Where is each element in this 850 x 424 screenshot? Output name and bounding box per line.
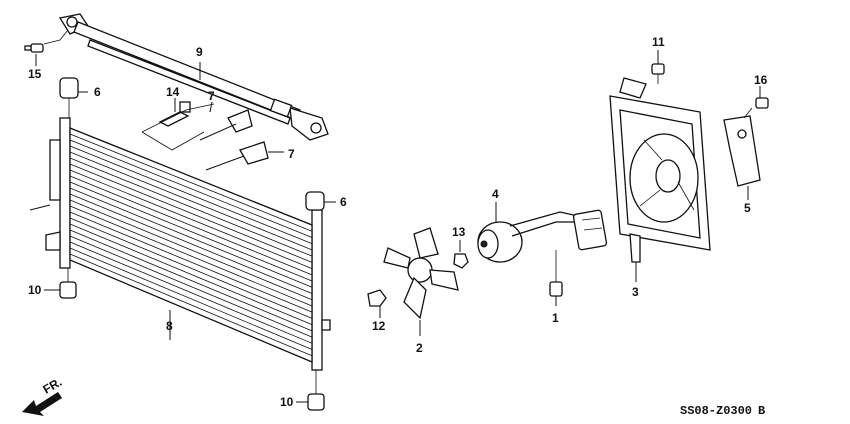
condenser-fin xyxy=(69,217,313,319)
condenser-fin xyxy=(69,241,313,344)
pipe-clamp-lower[interactable] xyxy=(205,141,269,171)
callout-5: 5 xyxy=(744,201,751,215)
upper-mount-cushion-right[interactable] xyxy=(305,191,325,211)
condenser-fin xyxy=(69,187,313,288)
callout-3: 3 xyxy=(632,285,639,299)
condenser-fin xyxy=(69,163,313,263)
condenser-fin xyxy=(69,223,313,326)
leader-lines xyxy=(35,50,761,403)
pipe-clamp-upper[interactable] xyxy=(199,109,253,141)
fan-motor[interactable] xyxy=(477,209,608,263)
condenser-fin xyxy=(69,211,313,313)
callout-16: 16 xyxy=(754,73,768,87)
fan-blade[interactable] xyxy=(383,227,459,320)
condenser[interactable] xyxy=(29,117,331,371)
callout-8: 8 xyxy=(166,319,173,333)
condenser-fin xyxy=(69,169,313,269)
shroud-bracket[interactable] xyxy=(723,115,761,187)
callout-12: 12 xyxy=(372,319,386,333)
condenser-fin xyxy=(69,139,313,238)
callout-10a: 10 xyxy=(28,283,42,297)
bolt-11[interactable] xyxy=(651,63,665,84)
condenser-fin xyxy=(69,133,313,232)
condenser-fin xyxy=(69,247,313,350)
condenser-fin xyxy=(69,175,313,276)
callout-6b: 6 xyxy=(340,195,347,209)
bolt-16[interactable] xyxy=(743,97,769,119)
condenser-fin xyxy=(69,181,313,282)
nut-13[interactable] xyxy=(453,253,469,269)
callout-15: 15 xyxy=(28,67,42,81)
upper-mount-cushion-left[interactable] xyxy=(59,77,79,118)
condenser-fin xyxy=(69,199,313,301)
callout-1: 1 xyxy=(552,311,559,325)
callout-10b: 10 xyxy=(280,395,294,409)
front-arrow-label: FR. xyxy=(41,375,65,397)
front-arrow: FR. xyxy=(22,375,64,416)
callout-13: 13 xyxy=(452,225,466,239)
condenser-fin xyxy=(69,253,313,357)
condenser-fin xyxy=(69,205,313,307)
callout-9: 9 xyxy=(196,45,203,59)
condenser-fin xyxy=(69,157,313,257)
nut-12[interactable] xyxy=(367,289,387,307)
condenser-fin xyxy=(69,151,313,251)
wire-clip[interactable] xyxy=(549,250,563,297)
fan-shroud[interactable] xyxy=(609,77,711,263)
bolt-14[interactable] xyxy=(158,101,191,127)
condenser-fin xyxy=(69,193,313,294)
callout-11: 11 xyxy=(652,35,665,49)
lower-mount-cushion-right[interactable] xyxy=(307,370,325,411)
callout-7b: 7 xyxy=(288,147,295,161)
callout-4: 4 xyxy=(492,187,499,201)
condenser-fin xyxy=(69,145,313,245)
callout-6a: 6 xyxy=(94,85,101,99)
callout-14: 14 xyxy=(166,85,180,99)
condenser-fin xyxy=(69,229,313,332)
condenser-pipe[interactable] xyxy=(43,13,329,141)
callout-2: 2 xyxy=(416,341,423,355)
condenser-fin xyxy=(69,235,313,338)
bolt-15[interactable] xyxy=(24,43,44,53)
lower-mount-cushion-left[interactable] xyxy=(59,268,77,299)
callout-7a: 7 xyxy=(208,89,215,103)
